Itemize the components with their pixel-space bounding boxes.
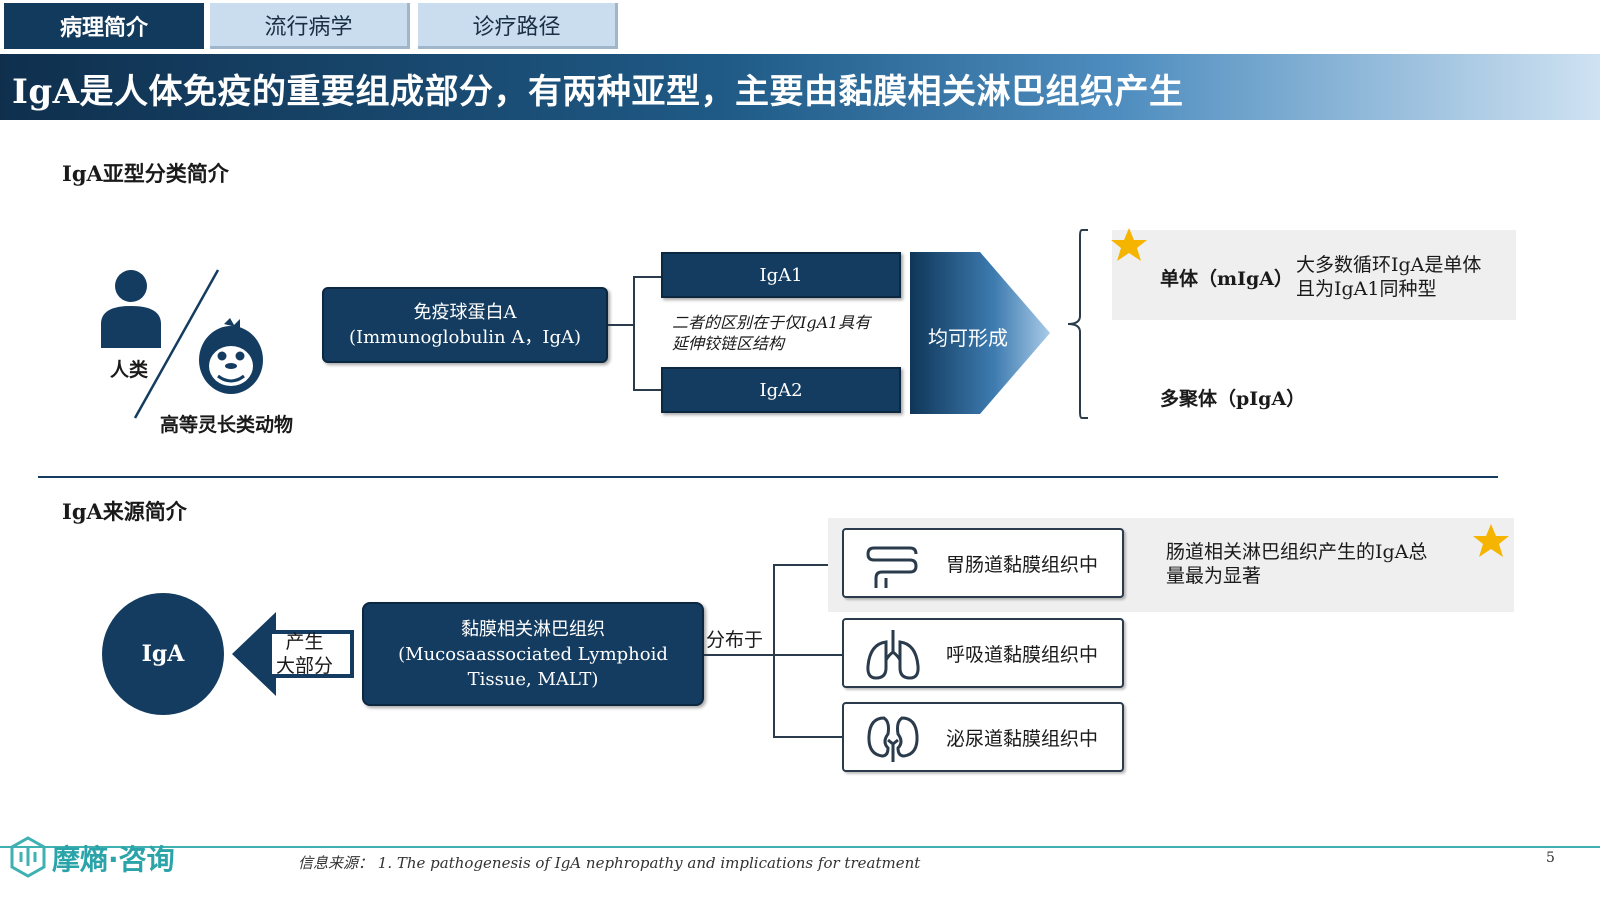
- connector-gi: [773, 564, 844, 566]
- page-number: 5: [1546, 850, 1555, 866]
- distributed-label: 分布于: [706, 629, 764, 651]
- logo-text: 摩熵·咨询: [52, 843, 175, 876]
- connector-bracket: [633, 276, 635, 391]
- tab-treatment-path[interactable]: 诊疗路径: [418, 3, 618, 49]
- star-icon: [1111, 228, 1147, 261]
- tissue-respiratory-label: 呼吸道黏膜组织中: [946, 644, 1099, 666]
- tissue-gi-label: 胃肠道黏膜组织中: [946, 554, 1099, 576]
- kidneys-icon: [867, 716, 919, 762]
- tissue-urinary: 泌尿道黏膜组织中: [842, 702, 1124, 772]
- monomer-description: 大多数循环IgA是单体 且为IgA1同种型: [1296, 254, 1482, 300]
- connector-to-iga1: [633, 276, 661, 278]
- malt-box: 黏膜相关淋巴组织 (Mucosaassociated Lymphoid Tiss…: [362, 602, 704, 706]
- section-divider: [38, 476, 1498, 478]
- iga-box: 免疫球蛋白A (Immunoglobulin A，IgA): [322, 287, 608, 363]
- footer-line: [0, 846, 1600, 848]
- curly-bracket: [1067, 229, 1088, 419]
- connector-vertical: [773, 564, 775, 738]
- human-label: 人类: [110, 359, 149, 381]
- primate-label: 高等灵长类动物: [160, 414, 294, 436]
- page-title: IgA是人体免疫的重要组成部分，有两种亚型，主要由黏膜相关淋巴组织产生: [12, 72, 1184, 112]
- gut-note: 肠道相关淋巴组织产生的IgA总 量最为显著: [1166, 541, 1428, 587]
- intestine-icon: [866, 546, 918, 588]
- arrow-label: 均可形成: [928, 326, 1008, 350]
- monomer-panel: [1112, 230, 1516, 320]
- connector-urinary: [773, 736, 844, 738]
- iga2-box: IgA2: [661, 367, 901, 413]
- tab-pathology[interactable]: 病理简介: [4, 3, 204, 49]
- polymer-label: 多聚体（pIgA）: [1160, 388, 1306, 410]
- iga-circle: IgA: [102, 593, 224, 715]
- source-citation: 信息来源： 1. The pathogenesis of IgA nephrop…: [298, 854, 921, 872]
- section-label-subtypes: IgA亚型分类简介: [62, 161, 229, 186]
- tissue-urinary-label: 泌尿道黏膜组织中: [946, 728, 1099, 750]
- tissue-gi: 胃肠道黏膜组织中: [842, 528, 1124, 598]
- difference-note: 二者的区别在于仅IgA1具有 延伸铰链区结构: [672, 313, 871, 353]
- human-icon: [101, 270, 161, 348]
- iga1-box: IgA1: [661, 252, 901, 298]
- iga-box-title: 免疫球蛋白A: [413, 302, 517, 323]
- star-icon: [1473, 524, 1509, 557]
- primate-icon: [199, 318, 263, 394]
- left-arrow: [232, 612, 354, 696]
- monomer-label: 单体（mIgA）: [1160, 268, 1294, 290]
- connector-line: [608, 324, 634, 326]
- connector-to-iga2: [633, 389, 661, 391]
- tab-epidemiology[interactable]: 流行病学: [210, 3, 410, 49]
- chevron-arrow: [910, 252, 1050, 414]
- section-label-source: IgA来源简介: [62, 499, 187, 524]
- lungs-icon: [866, 630, 920, 680]
- arrow-text: 产生 大部分: [276, 631, 334, 677]
- tissue-respiratory: 呼吸道黏膜组织中: [842, 618, 1124, 688]
- logo-icon: [10, 836, 46, 878]
- iga-box-subtitle: (Immunoglobulin A，IgA): [348, 327, 581, 348]
- slash-divider: [133, 269, 220, 419]
- title-bar: IgA是人体免疫的重要组成部分，有两种亚型，主要由黏膜相关淋巴组织产生: [0, 54, 1600, 120]
